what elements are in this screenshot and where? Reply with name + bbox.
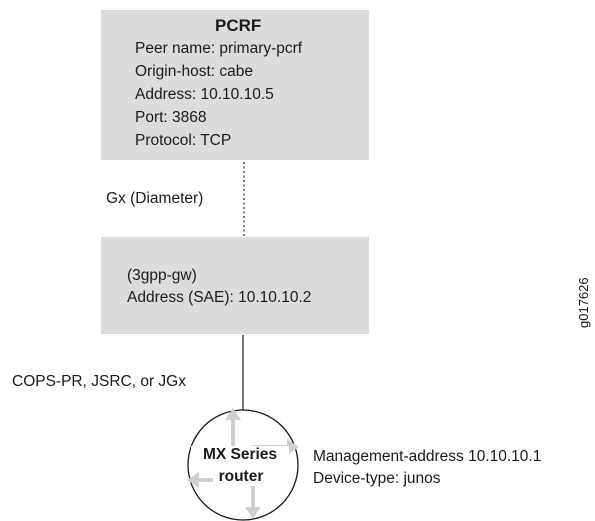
pcrf-origin-host: Origin-host: cabe [135,63,254,80]
pcrf-peer-name: Peer name: primary-pcrf [135,40,303,57]
router-label-line1: MX Series [191,446,289,464]
gateway-address: Address (SAE): 10.10.10.2 [127,289,312,306]
pcrf-node: PCRF Peer name: primary-pcrf Origin-host… [101,10,369,160]
router-link-label: COPS-PR, JSRC, or JGx [12,373,186,390]
router-icon [187,408,299,521]
router-device-type: Device-type: junos [313,470,441,487]
pcrf-title: PCRF [215,16,262,35]
gateway-node: (3gpp-gw) Address (SAE): 10.10.10.2 [101,237,369,334]
figure-id: g017626 [576,277,591,328]
router-label-line2: router [213,468,269,486]
gx-link-label: Gx (Diameter) [106,190,204,207]
gateway-name: (3gpp-gw) [127,267,197,284]
pcrf-address: Address: 10.10.10.5 [135,86,274,103]
pcrf-port: Port: 3868 [135,109,207,126]
pcrf-protocol: Protocol: TCP [135,132,232,149]
router-management-address: Management-address 10.10.10.1 [313,448,542,465]
